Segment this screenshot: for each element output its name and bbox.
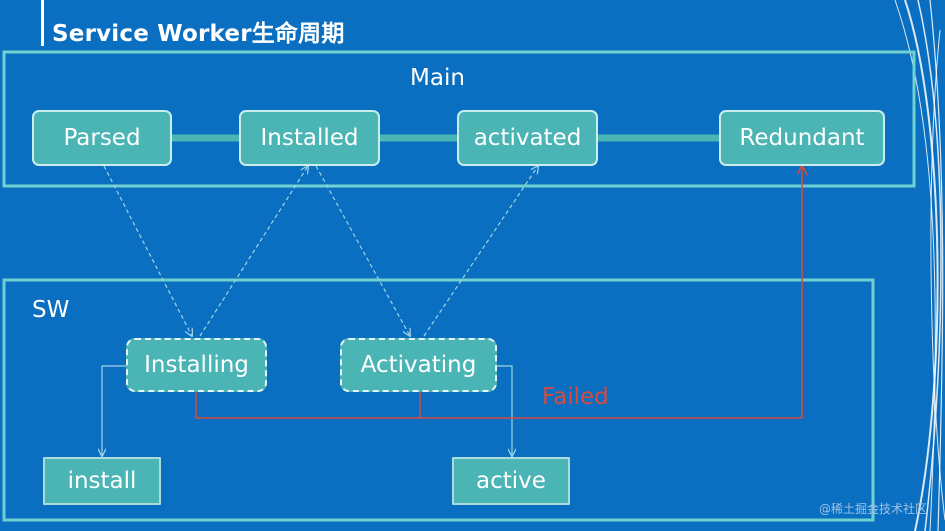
sw-panel xyxy=(2,278,875,522)
activating-to-active-arrow xyxy=(496,365,512,456)
failed-path xyxy=(195,166,802,419)
installing-to-install-arrow xyxy=(102,365,126,456)
page-title: Service Worker生命周期 xyxy=(52,21,345,47)
event-install: install xyxy=(43,457,161,505)
main-panel-label: Main xyxy=(410,65,465,91)
state-activated: activated xyxy=(457,110,598,166)
title-accent-bar xyxy=(41,0,44,46)
failed-label: Failed xyxy=(542,384,609,410)
dashed-transitions xyxy=(103,165,538,337)
event-arrows xyxy=(102,365,512,456)
decorative-curves xyxy=(894,0,945,531)
phase-installing: Installing xyxy=(126,338,267,392)
event-active: active xyxy=(452,457,570,505)
activating-to-activated-arrow xyxy=(423,166,538,337)
state-parsed: Parsed xyxy=(32,110,172,166)
sw-panel-label: SW xyxy=(32,297,70,323)
installing-to-installed-arrow xyxy=(199,166,308,337)
watermark: @稀土掘金技术社区 xyxy=(818,502,927,516)
phase-activating: Activating xyxy=(340,338,497,392)
state-installed: Installed xyxy=(239,110,380,166)
main-panel xyxy=(2,50,916,188)
installed-to-activating-arrow xyxy=(315,165,410,336)
state-redundant: Redundant xyxy=(719,110,885,166)
parsed-to-installing-arrow xyxy=(103,165,192,336)
